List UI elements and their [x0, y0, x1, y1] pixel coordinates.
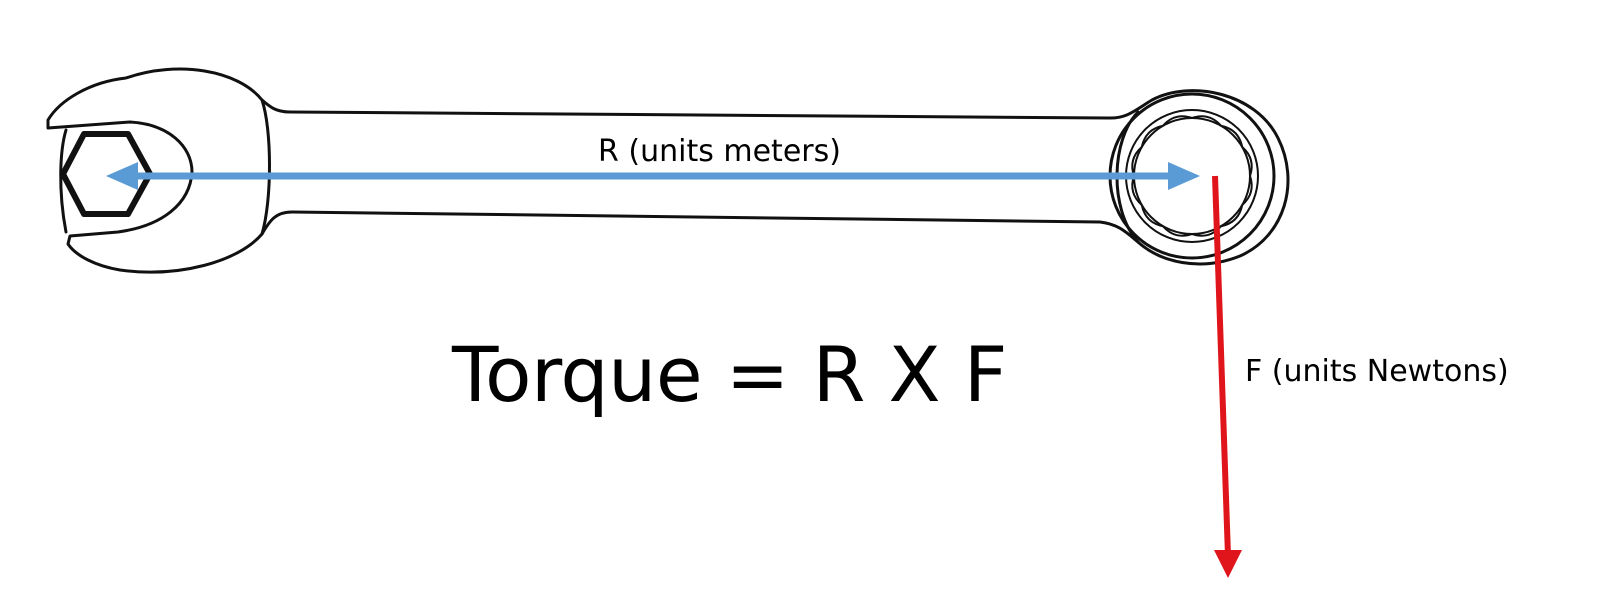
ring-scallop	[1140, 124, 1164, 148]
ring-scallop	[1241, 146, 1253, 177]
ring-scallop	[1140, 204, 1164, 228]
ring-scallop	[1162, 225, 1193, 237]
force-arrow	[1212, 175, 1242, 578]
radius-label: R (units meters)	[598, 134, 841, 169]
ring-scallop	[1220, 204, 1244, 228]
ring-scallop	[1191, 115, 1222, 127]
ring-scallop	[1220, 124, 1244, 148]
force-label: F (units Newtons)	[1245, 354, 1509, 389]
ring-scallop	[1162, 115, 1193, 127]
torque-equation: Torque = R X F	[452, 330, 1007, 419]
ring-scallop	[1241, 175, 1253, 206]
combination-wrench-icon	[46, 67, 1290, 274]
radius-arrow	[106, 162, 1200, 190]
